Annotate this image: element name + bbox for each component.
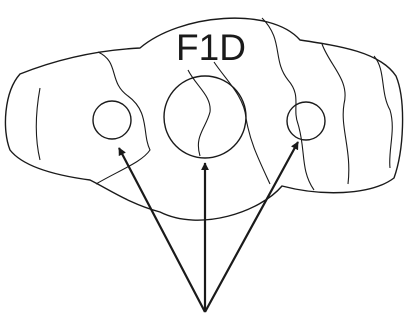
- contour-line: [188, 70, 210, 156]
- contour-line: [374, 56, 392, 168]
- center-large-hole: [164, 76, 246, 158]
- contour-line: [96, 52, 150, 184]
- left-small-hole: [93, 101, 131, 139]
- contour-line: [322, 44, 349, 184]
- right-small-hole: [287, 102, 325, 140]
- arrow-to-left-hole: [119, 148, 205, 312]
- arrow-to-right-hole: [205, 142, 298, 312]
- specimen-label: F1D: [176, 27, 246, 68]
- contour-line: [36, 88, 40, 160]
- contour-line: [262, 18, 314, 190]
